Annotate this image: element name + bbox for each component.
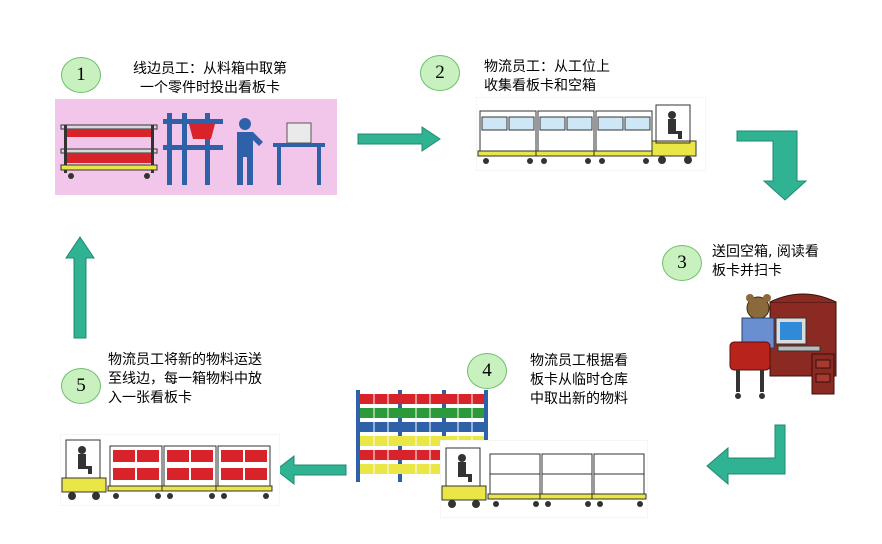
warehouse-rack-illustration [356, 390, 488, 482]
step-4-line-3: 中取出新的物料 [530, 391, 628, 407]
step-5-number: 5 [61, 368, 101, 404]
step-5-label: 物流员工将新的物料运送 至线边，每一箱物料中放 入一张看板卡 [108, 351, 262, 408]
workstation-illustration [55, 99, 337, 195]
step-3-number: 3 [662, 245, 702, 281]
arrow-right-1-to-2 [357, 126, 441, 152]
step-1-number: 1 [61, 57, 101, 93]
step-3-line-2: 板卡并扫卡 [712, 263, 782, 279]
step-3-label: 送回空箱, 阅读看 板卡并扫卡 [712, 243, 819, 281]
arrow-bend-2-to-3 [736, 130, 808, 201]
step-2-line-2: 收集看板卡和空箱 [484, 78, 596, 94]
tugger-full-bins-illustration [60, 434, 280, 506]
step-2-number: 2 [420, 55, 460, 91]
step-4-number: 4 [467, 353, 507, 389]
step-2-line-1: 物流员工：从工位上 [484, 59, 610, 75]
step-3-line-1: 送回空箱, 阅读看 [712, 244, 819, 260]
arrow-left-4-to-5 [275, 454, 347, 486]
step-2-label: 物流员工：从工位上 收集看板卡和空箱 [484, 58, 610, 96]
step-5-line-3: 入一张看板卡 [108, 390, 192, 406]
step-1-label: 线边员工：从料箱中取第 一个零件时投出看板卡 [133, 60, 287, 98]
step-1-line-2: 一个零件时投出看板卡 [140, 80, 280, 96]
step-1-line-1: 线边员工：从料箱中取第 [133, 61, 287, 77]
step-4-label: 物流员工根据看 板卡从临时仓库 中取出新的物料 [530, 352, 628, 409]
tugger-empty-cart-illustration [440, 440, 648, 518]
tugger-empty-bins-illustration [476, 97, 706, 171]
step-4-line-1: 物流员工根据看 [530, 353, 628, 369]
step-4-line-2: 板卡从临时仓库 [530, 372, 628, 388]
arrow-up-5-to-1 [65, 236, 95, 339]
computer-desk-illustration [729, 293, 837, 399]
step-5-line-2: 至线边，每一箱物料中放 [108, 371, 262, 387]
arrow-bend-3-to-4 [706, 424, 786, 486]
step-5-line-1: 物流员工将新的物料运送 [108, 352, 262, 368]
